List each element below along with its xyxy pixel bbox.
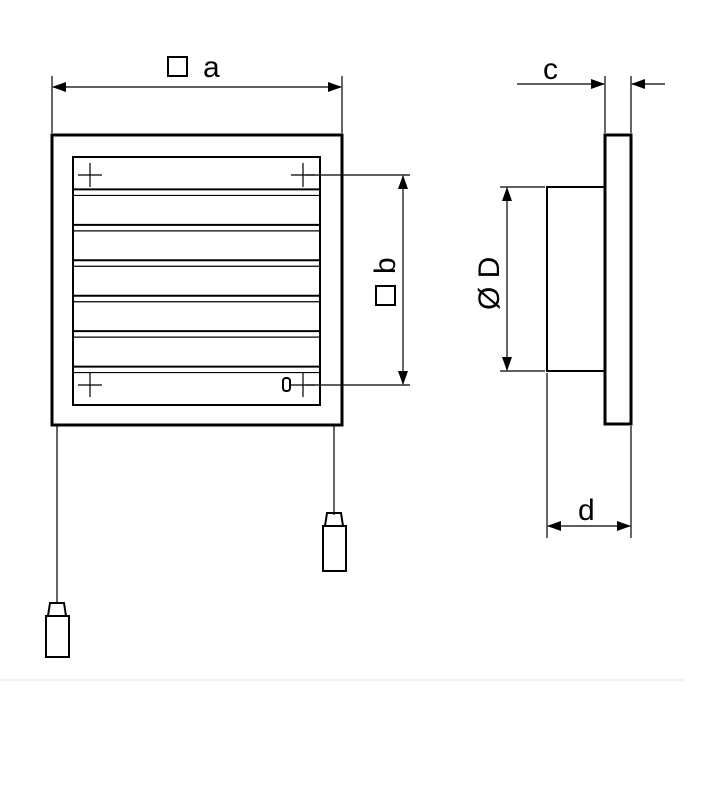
- square-symbol-a: [167, 56, 188, 77]
- square-symbol-b: [375, 285, 396, 306]
- duct-spigot: [546, 186, 606, 372]
- dimension-a: a: [51, 51, 343, 133]
- louver-panel: [72, 156, 321, 406]
- dimension-c: c: [517, 53, 665, 133]
- dimension-diameter-D: Ø D: [473, 186, 545, 372]
- cord-handle-left: [45, 602, 70, 658]
- dimension-c-label: c: [543, 53, 558, 86]
- screw-mark-top-left: [78, 163, 102, 187]
- louver-slats: [73, 188, 320, 374]
- outer-frame: [50, 133, 344, 427]
- dimension-D-label: Ø D: [473, 257, 506, 310]
- front-view: a b: [45, 51, 410, 658]
- cord-handle-right: [322, 512, 347, 572]
- dimension-D-letter: D: [473, 257, 506, 279]
- dimension-b-label: b: [369, 257, 402, 274]
- dimension-d: d: [546, 373, 632, 538]
- dimension-d-label: d: [578, 494, 595, 527]
- screw-mark-bottom-left: [78, 373, 102, 397]
- diameter-symbol: Ø: [473, 287, 506, 310]
- cord-knob: [282, 377, 291, 392]
- side-view: c Ø D d: [473, 53, 665, 538]
- dimension-a-label: a: [203, 51, 220, 84]
- flange-plate: [603, 133, 633, 426]
- dimension-b: b: [305, 174, 410, 386]
